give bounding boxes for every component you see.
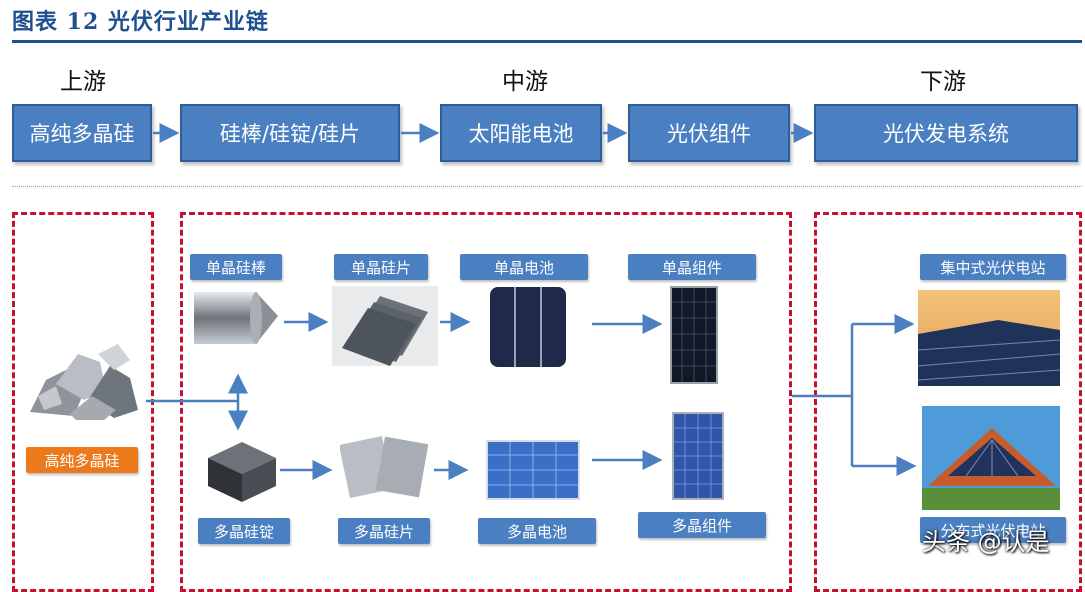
multi-module-image [672, 412, 724, 500]
watermark-text: 头条 @认是 [922, 528, 1050, 556]
polysilicon-chunks-image [30, 344, 138, 420]
mono-wafer-image [332, 286, 438, 366]
tag-distributed-pv: 分布式光伏电站 [920, 517, 1066, 543]
multi-wafer-image [340, 436, 429, 498]
tag-mono-rod: 单晶硅棒 [190, 254, 282, 280]
tag-mono-module: 单晶组件 [628, 254, 756, 280]
connector-layer [146, 123, 917, 480]
section-divider [12, 186, 1082, 187]
distributed-pv-station-image [922, 406, 1060, 510]
stage-downstream-label: 下游 [920, 69, 966, 95]
flow-box-pv-module: 光伏组件 [628, 104, 790, 162]
flow-box-poly-silicon: 高纯多晶硅 [12, 104, 152, 162]
flow-box-pv-system: 光伏发电系统 [814, 104, 1078, 162]
tag-poly-silicon: 高纯多晶硅 [26, 447, 138, 473]
tag-multi-wafer: 多晶硅片 [338, 518, 430, 544]
tag-mono-cell: 单晶电池 [460, 254, 588, 280]
tag-central-pv: 集中式光伏电站 [920, 254, 1066, 280]
mono-module-image [670, 286, 718, 384]
stage-midstream-label: 中游 [502, 69, 548, 95]
multi-ingot-image [208, 442, 276, 502]
mono-cell-image [490, 287, 566, 367]
central-pv-station-image [918, 290, 1060, 386]
page-title: 图表 12 光伏行业产业链 [12, 9, 269, 35]
tag-multi-ingot: 多晶硅锭 [198, 518, 290, 544]
multi-cell-image [486, 440, 580, 500]
flow-box-solar-cell: 太阳能电池 [440, 104, 602, 162]
mono-rod-image [194, 292, 278, 344]
tag-mono-wafer: 单晶硅片 [334, 254, 428, 280]
tag-multi-cell: 多晶电池 [478, 518, 596, 544]
flow-box-rod-ingot-wafer: 硅棒/硅锭/硅片 [180, 104, 400, 162]
title-underline [12, 40, 1082, 43]
tag-multi-module: 多晶组件 [638, 512, 766, 538]
stage-upstream-label: 上游 [60, 69, 106, 95]
